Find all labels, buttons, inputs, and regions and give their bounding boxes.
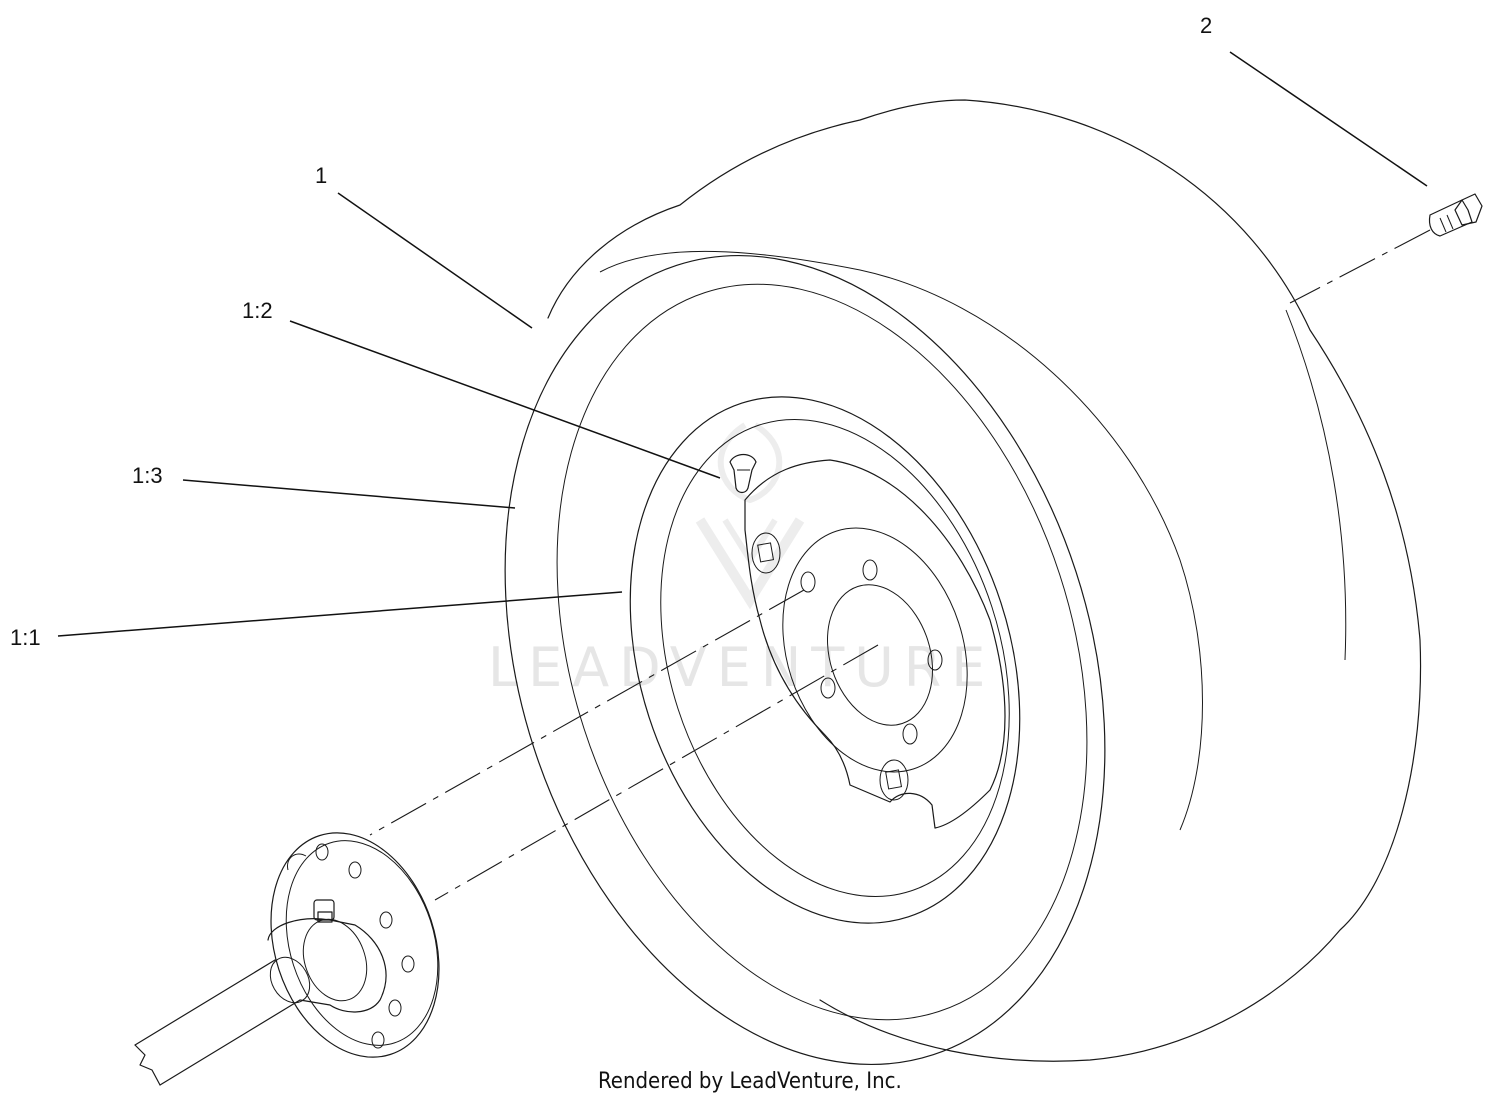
tire-outer-contour (547, 99, 1422, 1062)
rim-outer-flange (629, 396, 1021, 924)
flange-hole (371, 1031, 385, 1049)
leader-part-1 (337, 192, 533, 329)
lug-hole (800, 571, 816, 593)
rim-inner-flange (660, 418, 1010, 898)
flange-hole (379, 911, 393, 929)
tire-sidewall-outer (504, 255, 1106, 1065)
axle-shaft (134, 959, 301, 1086)
lug-hole (862, 559, 878, 581)
watermark: LEADVENTURE (488, 422, 995, 699)
callout-part-1-2: 1:2 (242, 298, 273, 323)
tire-sidewall-inner (556, 283, 1088, 1021)
flange-hole (401, 955, 415, 973)
flange-hole (348, 861, 362, 879)
hub-collar (267, 918, 387, 1013)
leader-lines (57, 51, 1428, 637)
callout-part-1-3: 1:3 (132, 463, 163, 488)
tire-tread-line (599, 250, 1203, 831)
axle-break-end (134, 1044, 161, 1086)
watermark-text: LEADVENTURE (488, 636, 995, 699)
hub-flange (270, 832, 440, 1058)
rim-center-disc (744, 459, 1006, 829)
leader-part-1-1 (57, 591, 623, 637)
leader-part-2 (1229, 51, 1428, 187)
hub-assembly (134, 832, 440, 1086)
leader-part-1-3 (182, 479, 516, 509)
callout-part-1: 1 (315, 163, 327, 188)
callout-part-2: 2 (1200, 13, 1212, 38)
lug-hole (902, 723, 918, 745)
rendered-by-credit: Rendered by LeadVenture, Inc. (598, 1069, 902, 1094)
rim-square-hole (879, 759, 909, 801)
centerlines (369, 229, 1431, 901)
leader-part-1-2 (289, 320, 721, 479)
rim-square-hole (751, 532, 781, 574)
valve-stem-icon (729, 453, 757, 494)
flange-hole (388, 999, 402, 1017)
flange-hole (315, 843, 329, 861)
lug-hole (820, 677, 836, 699)
rim (629, 396, 1021, 924)
callout-labels: 1 1:2 1:3 1:1 2 (10, 13, 1212, 650)
callout-part-1-1: 1:1 (10, 625, 41, 650)
rim-center-bore (826, 584, 934, 726)
grease-fitting-icon (313, 899, 335, 923)
lug-bolt-icon (1428, 193, 1483, 237)
rim-bolt-circle (782, 527, 968, 773)
lug-hole (927, 649, 943, 671)
tire (504, 99, 1422, 1065)
